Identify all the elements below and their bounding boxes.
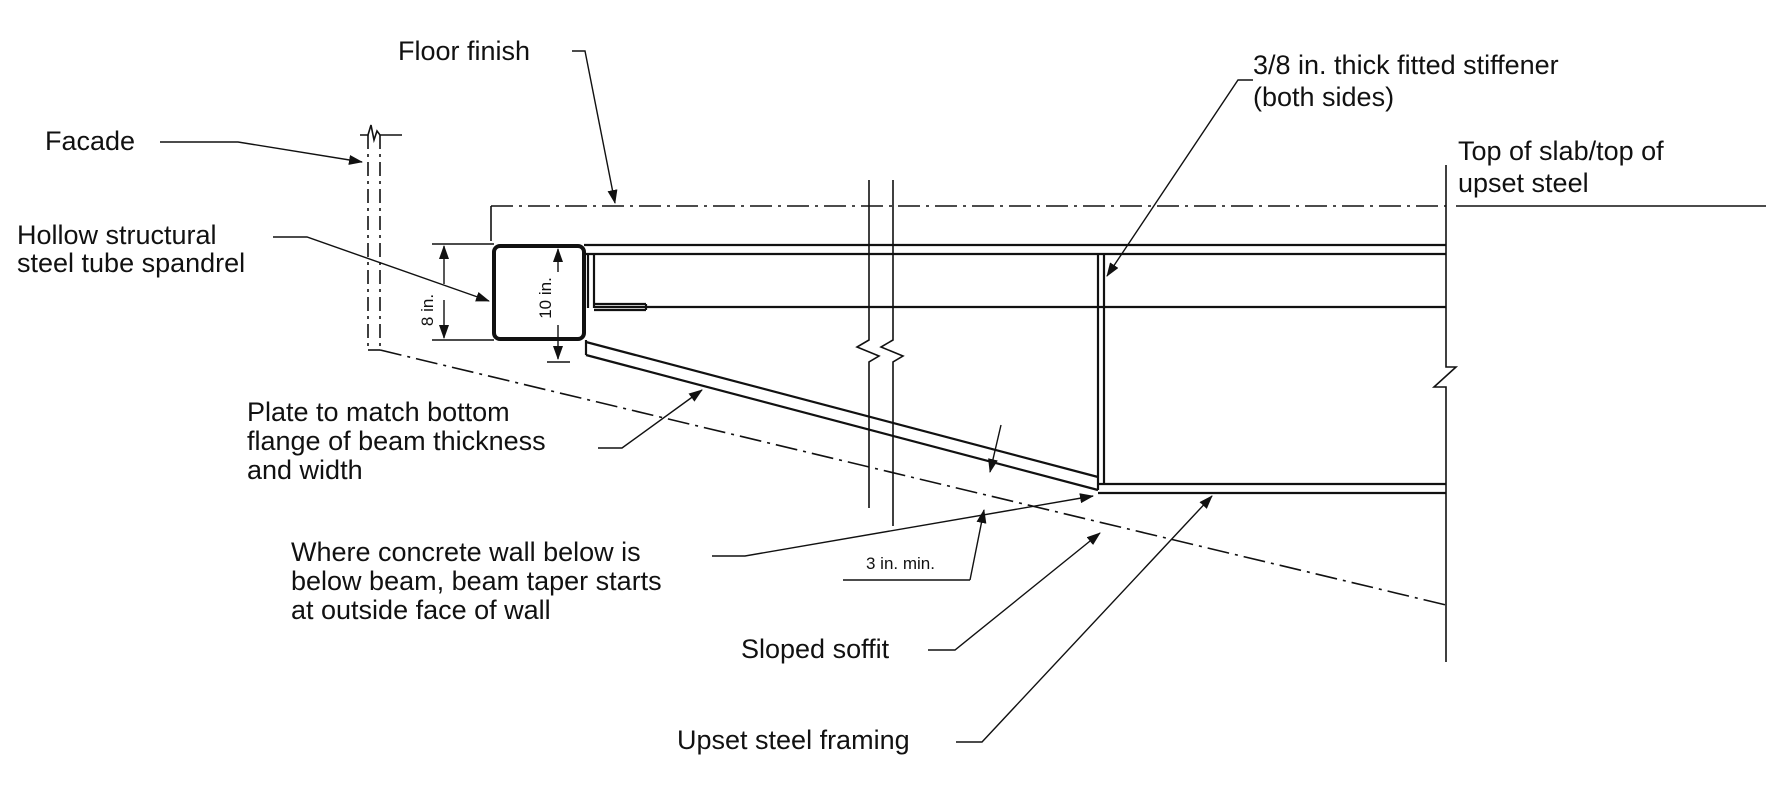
beam-break-line [855,180,905,526]
leader-lines [160,50,1766,743]
top-of-slab-label-line1: Top of slab/top of [1458,136,1664,166]
column-break-line [1431,165,1459,662]
dimension-8-in [432,243,494,341]
plate-label-line1: Plate to match bottom [247,397,510,427]
upset-steel-beam [584,243,1446,495]
dimension-8-in-text: 8 in. [418,294,437,326]
wall-label-line2: below beam, beam taper starts [291,566,662,596]
stiffener-label-line1: 3/8 in. thick fitted stiffener [1253,50,1559,80]
dimension-3-in-min [843,424,1002,581]
facade-outline [360,124,402,351]
dimension-10-in [547,248,570,363]
dimension-10-in-text: 10 in. [536,277,555,319]
plate-label-line3: and width [247,455,363,485]
floor-finish-label: Floor finish [398,36,531,66]
stiffener-label-line2: (both sides) [1253,82,1395,112]
sloped-soffit-line [379,349,1447,606]
wall-label-line1: Where concrete wall below is [291,537,641,567]
top-of-slab-label-line2: upset steel [1458,168,1589,198]
hss-label-line2: steel tube spandrel [17,248,246,278]
wall-label-line3: at outside face of wall [291,595,551,625]
floor-finish-line [490,205,1446,241]
facade-label: Facade [45,126,136,156]
dimension-3-in-min-text: 3 in. min. [866,554,935,573]
sloped-soffit-label: Sloped soffit [741,634,890,664]
hss-tube-spandrel [492,244,586,341]
hss-label-line1: Hollow structural [17,220,217,250]
upset-framing-label: Upset steel framing [677,725,910,755]
plate-label-line2: flange of beam thickness [247,426,546,456]
